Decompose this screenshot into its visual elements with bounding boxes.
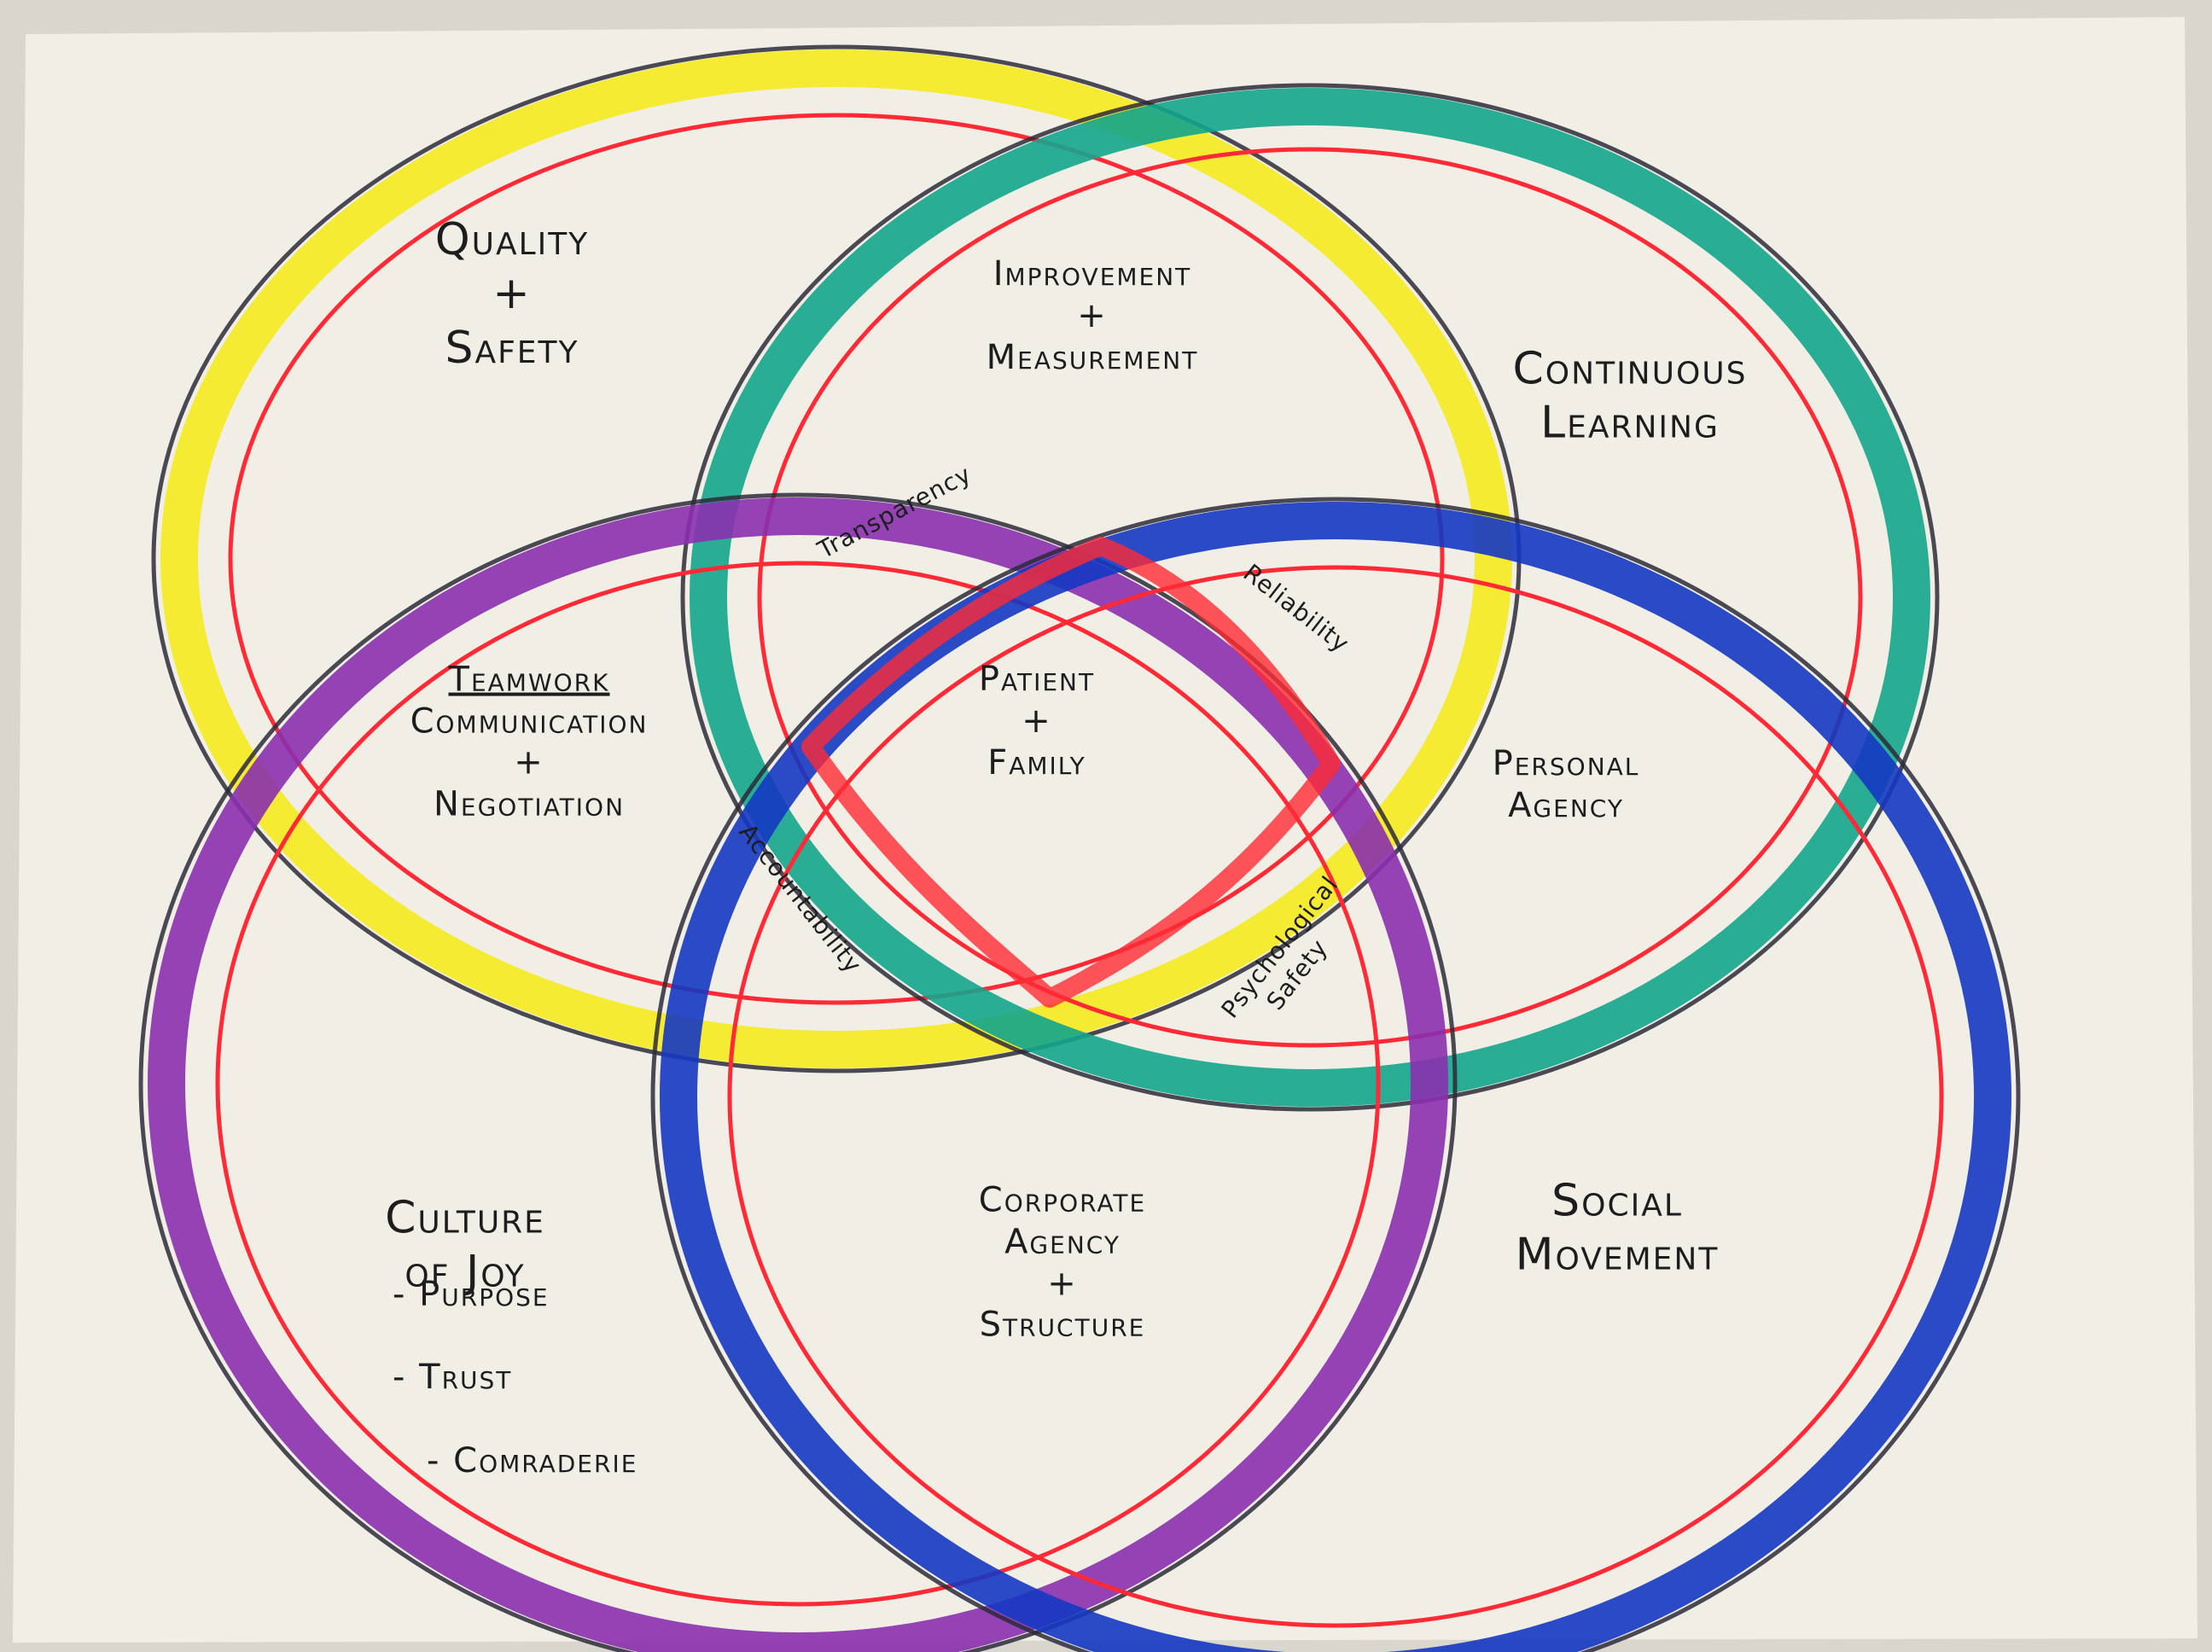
teamwork-block: Teamwork Communication + Negotiation — [410, 618, 649, 868]
purple-circle — [138, 492, 1458, 1652]
center-red-diamond — [801, 537, 1341, 1008]
improvement-measurement-label: Improvement + Measurement — [986, 253, 1199, 377]
teal-circle — [680, 83, 1940, 1112]
joy-item-purpose: - Purpose — [393, 1275, 550, 1315]
blue-circle-band — [660, 502, 2011, 1652]
purple-circle-band — [148, 497, 1448, 1652]
purple-circle-ink — [138, 492, 1458, 1652]
continuous-learning-label: Continuous Learning — [1512, 343, 1748, 449]
quality-safety-label: Quality + Safety — [434, 213, 590, 374]
teamwork-title: Teamwork — [448, 660, 610, 700]
joy-list: - Purpose - Trust - Comraderie — [393, 1232, 637, 1524]
purple-circle-red-outline — [215, 561, 1381, 1607]
corporate-agency-label: Corporate Agency + Structure — [978, 1180, 1147, 1345]
blue-circle — [650, 497, 2021, 1652]
yellow-circle-band — [160, 49, 1512, 1068]
teal-circle-ink — [680, 83, 1940, 1112]
culture-of-joy-label: Culture of Joy — [385, 1192, 545, 1298]
joy-item-trust: - Trust — [393, 1358, 513, 1398]
patient-family-label: Patient + Family — [978, 659, 1096, 782]
personal-agency-label: Personal Agency — [1492, 744, 1640, 825]
teamwork-rest: Communication + Negotiation — [410, 701, 649, 824]
yellow-circle-red-outline — [228, 113, 1445, 1005]
social-movement-label: Social Movement — [1515, 1175, 1720, 1281]
blue-circle-red-outline — [727, 565, 1944, 1628]
teal-circle-band — [690, 88, 1930, 1107]
teal-circle-red-outline — [757, 147, 1863, 1048]
paper-sheet — [13, 17, 2197, 1643]
blue-circle-ink — [650, 497, 2021, 1652]
joy-item-comraderie: - Comraderie — [427, 1441, 638, 1481]
